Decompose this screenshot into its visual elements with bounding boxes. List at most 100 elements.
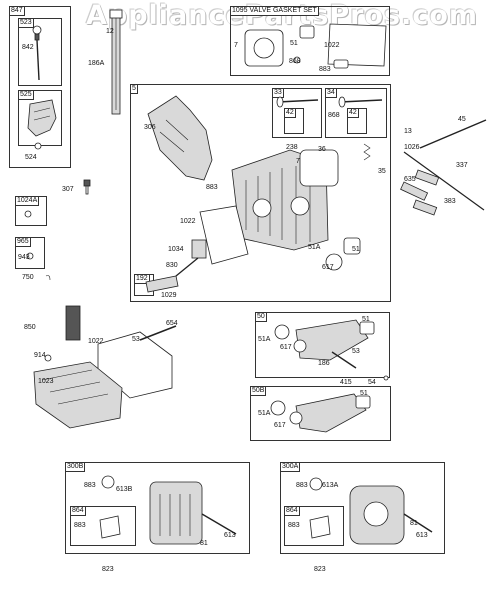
group-50B-tag: 50B: [251, 387, 267, 396]
label-7-b: 7: [296, 158, 300, 165]
dipstick-842-drawing: [32, 25, 42, 81]
intake-manifold-50-drawing: [274, 319, 375, 369]
intake-manifold-50B-drawing: [270, 393, 371, 433]
label-842: 842: [22, 44, 34, 51]
spring-35-drawing: [363, 143, 371, 161]
label-1023: 1023: [38, 378, 54, 385]
link-1026-drawing: [403, 151, 485, 211]
filter-850-drawing: [65, 305, 81, 341]
label-383: 383: [444, 198, 456, 205]
group-965-tag: 965: [16, 238, 31, 247]
label-883-d: 883: [74, 522, 86, 529]
group-965: 965: [15, 237, 45, 269]
label-654: 654: [166, 320, 178, 327]
group-1024A: 1024A: [15, 196, 47, 226]
label-1022-b: 1022: [180, 218, 196, 225]
label-7-a: 7: [234, 42, 238, 49]
label-613-a: 613: [224, 532, 236, 539]
valve-33-drawing: [276, 96, 319, 108]
part-337-drawing: [414, 169, 440, 186]
label-883-b: 883: [206, 184, 218, 191]
label-13: 13: [404, 128, 412, 135]
label-81-b: 81: [410, 520, 418, 527]
part-1034-drawing: [191, 239, 207, 259]
label-51A-c: 51A: [258, 336, 271, 343]
label-883-e: 883: [296, 482, 308, 489]
dipstick-tube-525-drawing: [27, 99, 57, 150]
gasket-51A-drawing: [325, 253, 343, 271]
group-5-tag: 5: [131, 85, 138, 94]
label-750: 750: [22, 274, 34, 281]
label-613-b: 613: [416, 532, 428, 539]
label-823-a: 823: [102, 566, 114, 573]
part-1024A-drawing: [24, 210, 32, 218]
group-5: 5: [130, 84, 391, 302]
group-192-tag: 192: [135, 275, 150, 284]
part-635-drawing: [400, 181, 429, 201]
label-613A: 613A: [322, 482, 339, 489]
label-51-c: 51: [362, 316, 370, 323]
label-883-a: 883: [319, 66, 331, 73]
label-51A-b: 51A: [308, 244, 321, 251]
label-830: 830: [166, 262, 178, 269]
label-635: 635: [404, 176, 416, 183]
label-51-a: 51: [290, 40, 298, 47]
label-12: 12: [106, 28, 114, 35]
group-525-tag: 525: [19, 91, 34, 100]
group-50B: 50B: [250, 386, 391, 441]
label-868-b: 868: [328, 112, 340, 119]
label-1029: 1029: [161, 292, 177, 299]
breather-tube-12-drawing: [109, 9, 123, 115]
group-1024A-tag: 1024A: [16, 197, 40, 206]
group-864-a-tag: 864: [71, 507, 86, 516]
label-617-b: 617: [280, 344, 292, 351]
group-847-tag: 847: [10, 7, 25, 16]
valve-cover-1023-drawing: [33, 361, 123, 429]
group-50-tag: 50: [256, 313, 267, 322]
group-523-tag: 523: [19, 19, 34, 28]
label-1022-a: 1022: [324, 42, 340, 49]
label-617-a: 617: [322, 264, 334, 271]
valve-cover-gasket-36-drawing: [299, 149, 339, 187]
group-42-b: 42: [347, 108, 367, 134]
label-306: 306: [144, 124, 156, 131]
label-53-b: 53: [352, 348, 360, 355]
stud-53-drawing: [139, 325, 177, 341]
group-42-a: 42: [284, 108, 304, 134]
label-1022-c: 1022: [88, 338, 104, 345]
label-36: 36: [318, 146, 326, 153]
label-186: 186: [318, 360, 330, 367]
label-51-d: 51: [360, 390, 368, 397]
group-300B-tag: 300B: [66, 463, 86, 472]
gasket-51-drawing: [343, 237, 361, 255]
label-186A: 186A: [88, 60, 105, 67]
group-1095-tag: 1095 VALVE GASKET SET: [231, 7, 319, 16]
muffler-300B-drawing: [99, 475, 237, 545]
label-883-c: 883: [84, 482, 96, 489]
label-51-b: 51: [352, 246, 360, 253]
group-34-tag: 34: [326, 89, 337, 98]
group-50: 50: [255, 312, 390, 378]
label-51A-d: 51A: [258, 410, 271, 417]
label-54: 54: [368, 379, 376, 386]
label-81-a: 81: [200, 540, 208, 547]
group-42-b-tag: 42: [348, 109, 359, 118]
label-617-c: 617: [274, 422, 286, 429]
label-823-b: 823: [314, 566, 326, 573]
label-238: 238: [286, 144, 298, 151]
label-415: 415: [340, 379, 352, 386]
label-45: 45: [458, 116, 466, 123]
screw-307-drawing: [83, 179, 91, 195]
valve-34-drawing: [338, 96, 383, 108]
part-914-drawing: [44, 354, 52, 362]
group-300A-tag: 300A: [281, 463, 301, 472]
group-300B: 300B: [65, 462, 250, 554]
part-1029-drawing: [145, 275, 179, 293]
label-943: 943: [18, 254, 30, 261]
group-42-a-tag: 42: [285, 109, 296, 118]
air-guide-306-drawing: [147, 95, 213, 181]
label-850: 850: [24, 324, 36, 331]
muffler-300A-drawing: [309, 477, 433, 545]
label-307: 307: [62, 186, 74, 193]
